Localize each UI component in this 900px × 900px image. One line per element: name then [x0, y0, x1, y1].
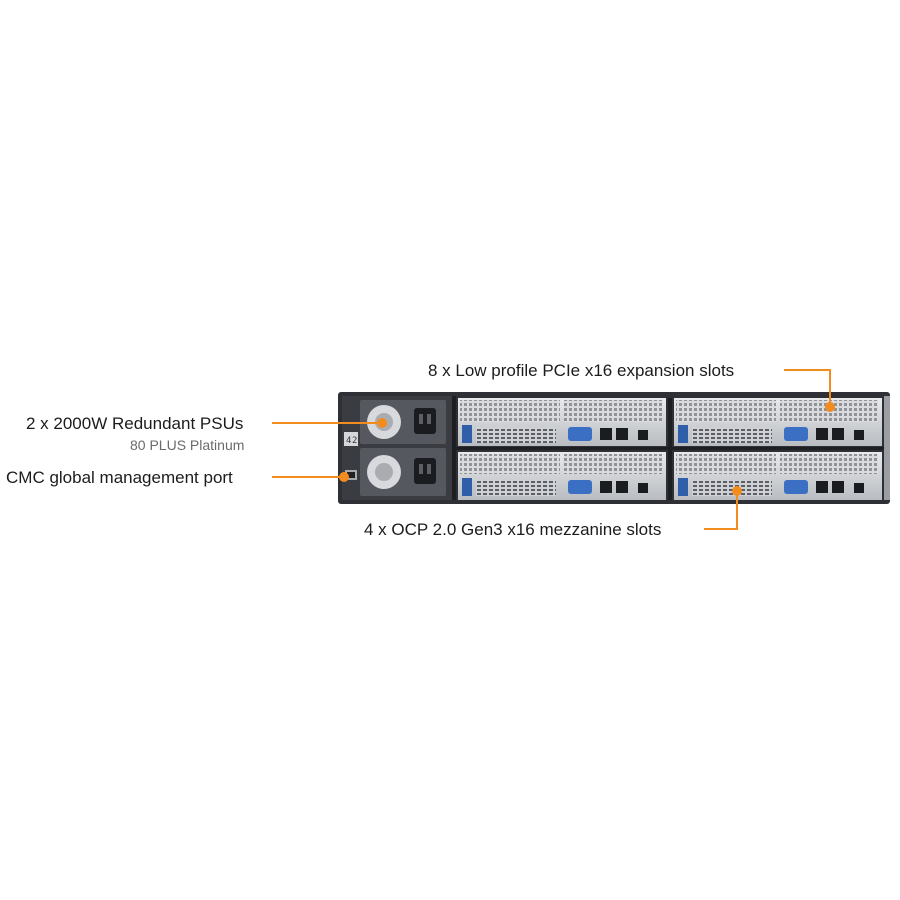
usb-port-icon [678, 425, 688, 443]
mgmt-port-icon [638, 430, 648, 440]
mgmt-port-icon [638, 483, 648, 493]
pcie-slot [676, 454, 776, 474]
vga-port-icon [784, 427, 808, 441]
node-bottom-right [674, 452, 882, 500]
usb-port-icon [462, 478, 472, 496]
callout-pcie-slots: 8 x Low profile PCIe x16 expansion slots [428, 361, 735, 380]
lan-port-icon [600, 428, 612, 440]
leader-dot-ocp [732, 486, 742, 496]
pcie-slot [564, 400, 662, 422]
leader-dot-pcie [825, 402, 835, 412]
bay-number-plate [344, 432, 358, 446]
server-rear-panel: 4 2 [338, 392, 890, 504]
lan-port-icon [816, 428, 828, 440]
chassis-right-edge [884, 396, 890, 500]
node-top-right [674, 398, 882, 446]
lan-port-icon [816, 481, 828, 493]
ocp-slot [692, 427, 772, 443]
vga-port-icon [784, 480, 808, 494]
ocp-slot [476, 427, 556, 443]
usb-port-icon [678, 478, 688, 496]
pcie-slot [564, 454, 662, 474]
pcie-slot [676, 400, 776, 422]
lan-port-icon [600, 481, 612, 493]
vga-port-icon [568, 480, 592, 494]
lan-port-icon [832, 481, 844, 493]
pcie-slot [460, 454, 560, 474]
pcie-slot [780, 454, 878, 474]
callout-ocp-slots: 4 x OCP 2.0 Gen3 x16 mezzanine slots [364, 520, 662, 539]
node-divider [668, 398, 672, 500]
ocp-slot [476, 480, 556, 496]
lan-port-icon [616, 428, 628, 440]
lan-port-icon [832, 428, 844, 440]
psu-1 [360, 400, 446, 444]
mgmt-port-icon [854, 430, 864, 440]
leader-dot-psu [377, 418, 387, 428]
mgmt-port-icon [854, 483, 864, 493]
leader-pcie [784, 369, 831, 406]
callout-cmc-port: CMC global management port [6, 468, 233, 487]
node-bottom-left [458, 452, 666, 500]
node-top-left [458, 398, 666, 446]
lan-port-icon [616, 481, 628, 493]
pcie-slot [460, 400, 560, 422]
callout-psu: 2 x 2000W Redundant PSUs [26, 414, 244, 433]
usb-port-icon [462, 425, 472, 443]
psu-2 [360, 448, 446, 496]
psu-section: 4 2 [342, 396, 452, 500]
callout-psu-efficiency: 80 PLUS Platinum [130, 437, 245, 453]
vga-port-icon [568, 427, 592, 441]
bay-number: 2 [352, 436, 357, 446]
leader-dot-cmc [339, 472, 349, 482]
bay-number: 4 [346, 436, 351, 446]
ocp-slot [692, 480, 772, 496]
leader-ocp [704, 492, 738, 530]
